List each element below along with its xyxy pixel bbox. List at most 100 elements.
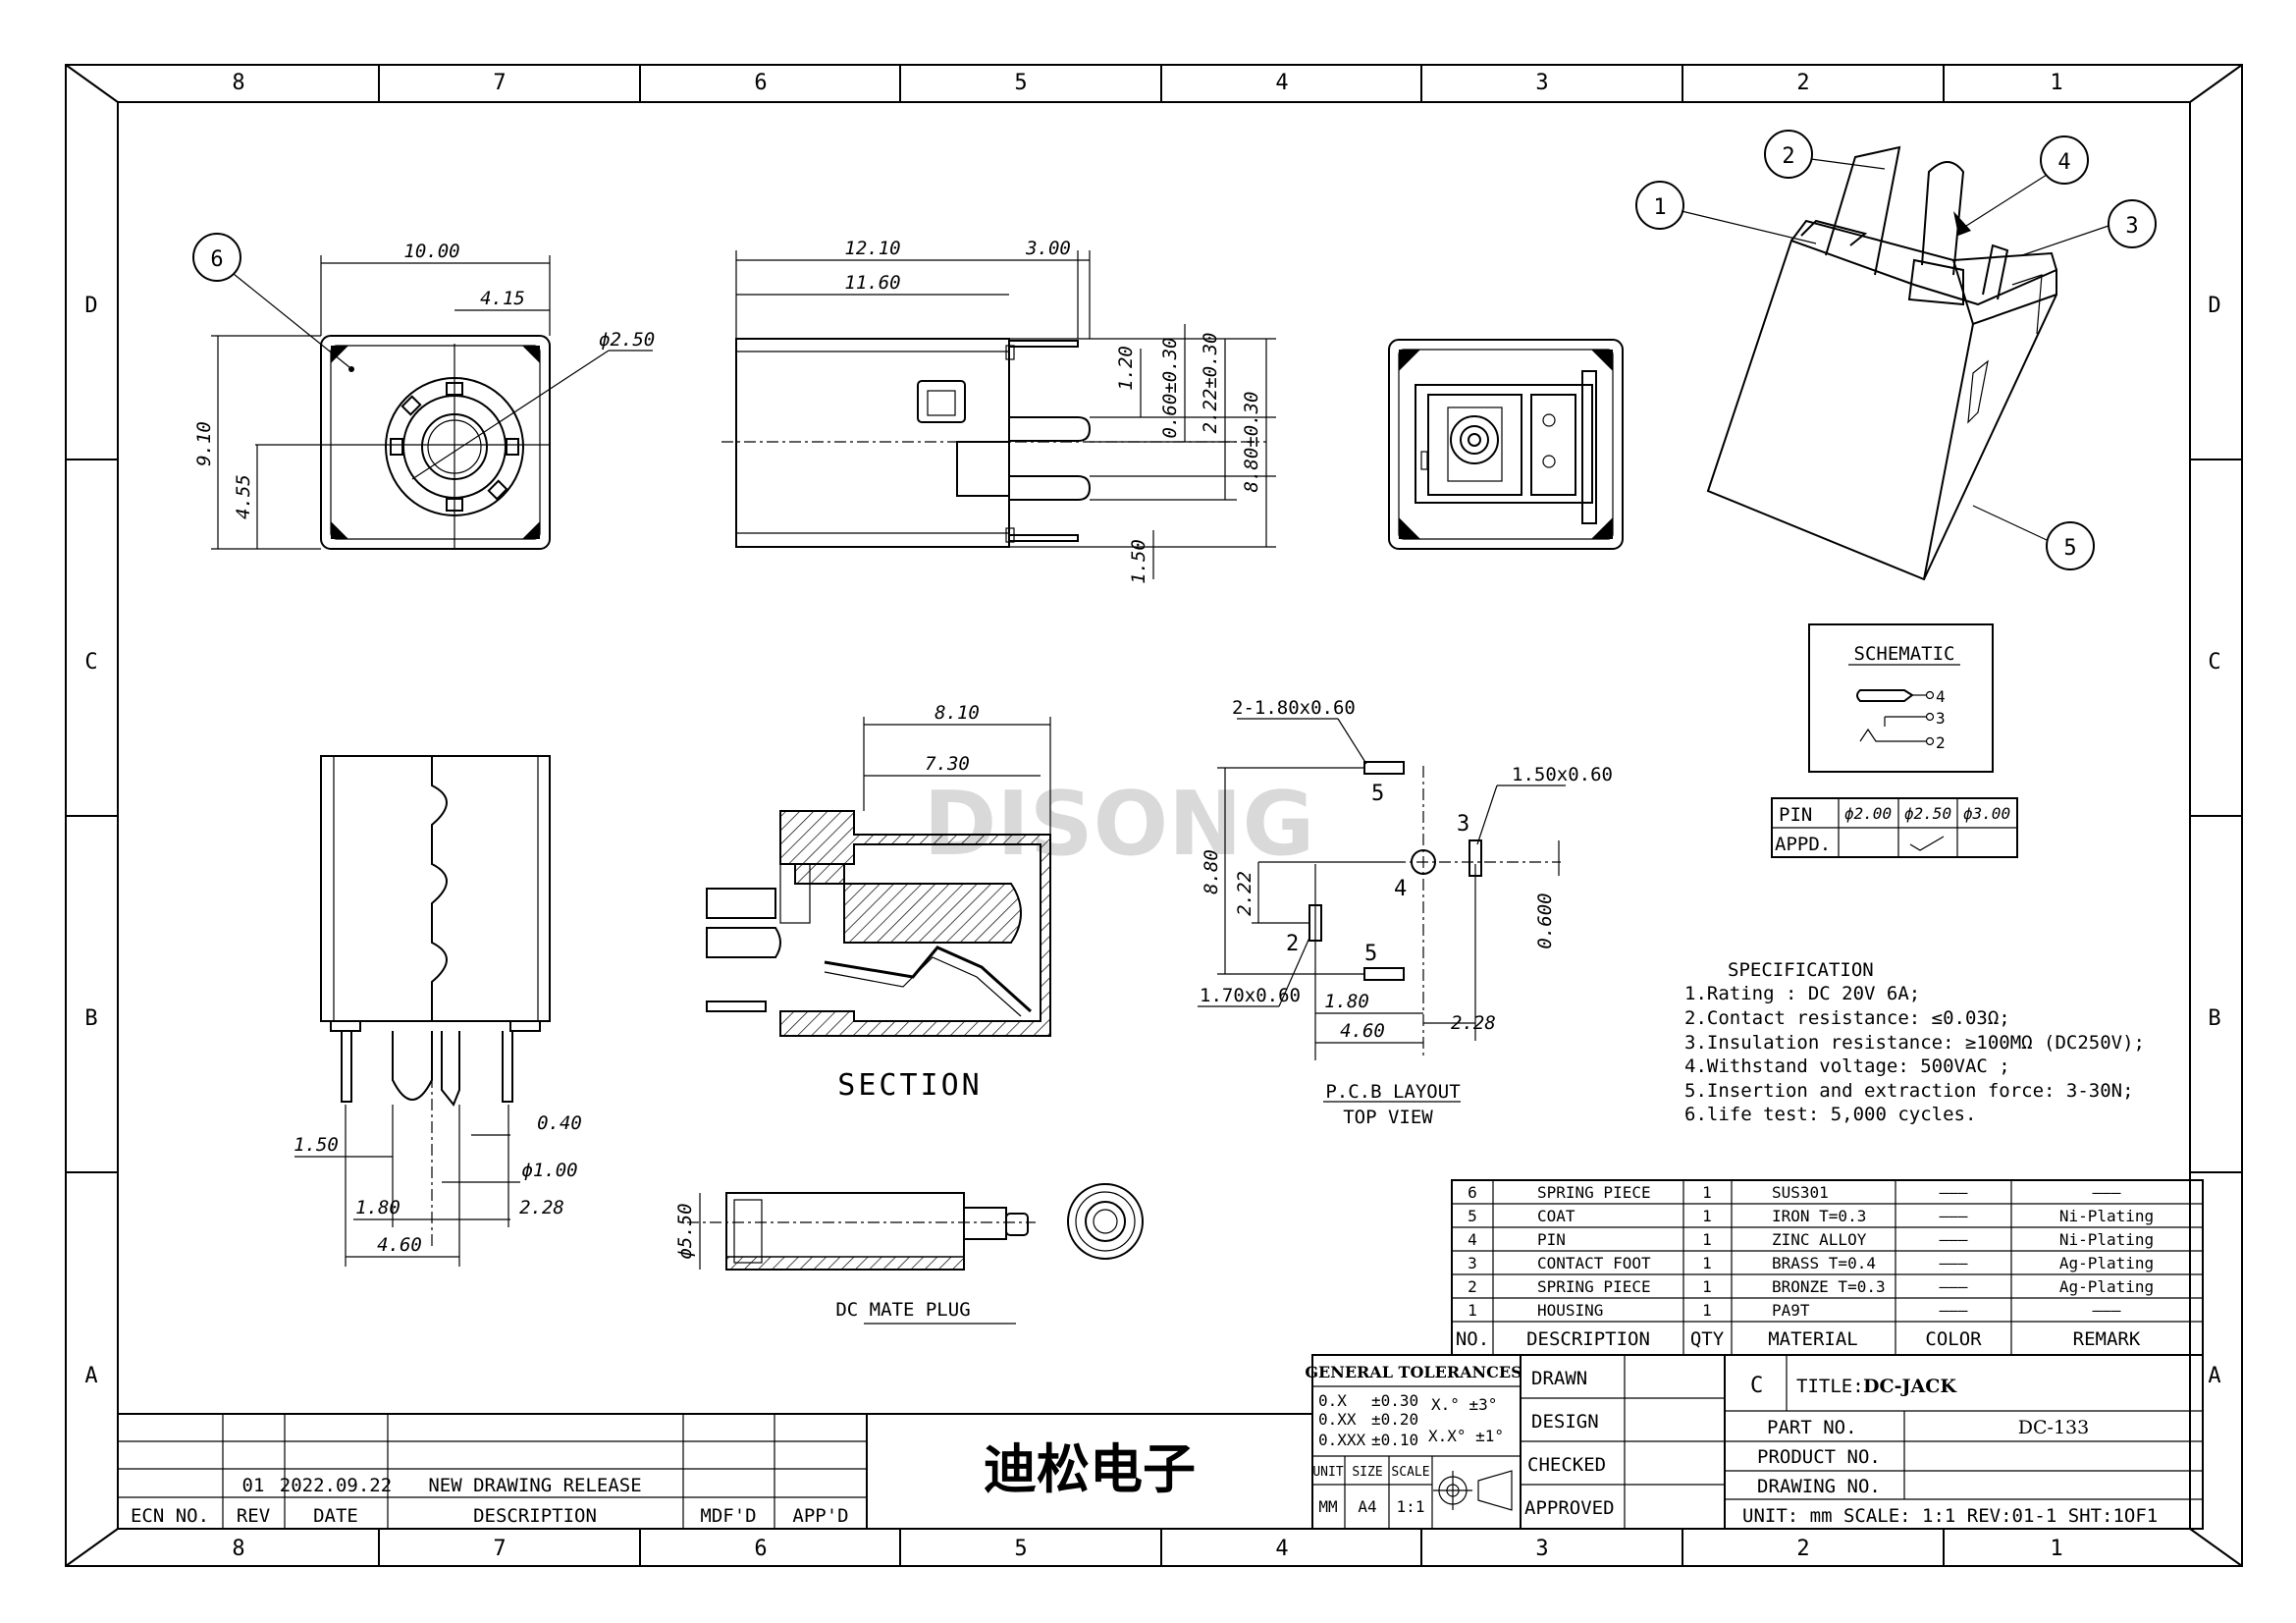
dim-pcb-pin3: 2.28	[1451, 1012, 1496, 1034]
dim-pin-spacing-b: 2.28	[519, 1197, 564, 1218]
bom-cell: Ni-Plating	[2059, 1230, 2154, 1249]
bom-cell: Ni-Plating	[2059, 1207, 2154, 1225]
bom-header: MATERIAL	[1768, 1328, 1858, 1350]
tolerance-precision: 0.XX	[1318, 1410, 1357, 1429]
zone-label: 3	[1535, 1537, 1548, 1561]
bom-cell: Ag-Plating	[2059, 1277, 2154, 1296]
zone-label: 4	[1275, 1537, 1288, 1561]
rear-view	[1388, 339, 1624, 550]
spec-title: SPECIFICATION	[1728, 959, 1874, 981]
pcb-pad	[1363, 967, 1405, 981]
dim-total-height: 8.80±0.30	[1241, 392, 1262, 493]
product-no-label: PRODUCT NO.	[1757, 1446, 1881, 1468]
pin-table: PIN ϕ2.00 ϕ2.50 ϕ3.00 APPD.	[1771, 797, 2018, 858]
pin-table-appd: APPD.	[1775, 834, 1831, 855]
bom-cell: ———	[1940, 1277, 1968, 1296]
bom-table: 6 SPRING PIECE 1 SUS301 ——— ——— 5 COAT 1…	[1451, 1179, 2204, 1356]
title-value: DC-JACK	[1863, 1376, 1957, 1397]
bom-cell: 1	[1702, 1207, 1712, 1225]
pin-table-header: PIN	[1779, 804, 1812, 826]
revision-header: MDF'D	[700, 1505, 756, 1527]
dim-pcb-span: 4.60	[1340, 1020, 1385, 1042]
drawing-no-label: DRAWING NO.	[1757, 1476, 1881, 1497]
pcb-pin-label: 5	[1371, 782, 1384, 806]
title-label: TITLE:	[1796, 1376, 1864, 1397]
bom-cell: 2	[1468, 1277, 1477, 1296]
projection-symbol-icon	[1433, 1470, 1513, 1511]
pcb-pin-label: 5	[1364, 942, 1377, 966]
dim-offset: 4.15	[480, 288, 525, 309]
zone-label: 5	[1014, 71, 1027, 95]
bom-cell: ———	[1940, 1230, 1968, 1249]
pcb-layout: 8.80 2.22 0.600 2-1.80x0.60 1.50x0.60 1.…	[1198, 697, 1613, 1128]
bom-cell: BRASS T=0.4	[1772, 1254, 1876, 1272]
title-block: C TITLE: DC-JACK PART NO. DC-133 PRODUCT…	[1724, 1354, 2204, 1530]
dim-pin-thickness: 0.40	[537, 1112, 582, 1134]
bom-header: REMARK	[2073, 1328, 2141, 1350]
pcb-pad	[1363, 761, 1405, 775]
bom-header: NO.	[1456, 1328, 1489, 1350]
bom-cell: SPRING PIECE	[1537, 1183, 1651, 1202]
tolerance-block: GENERAL TOLERANCES 0.X ±0.30 X.° ±3° 0.X…	[1305, 1354, 1522, 1530]
section-view: 8.10 7.30 SECTION	[706, 702, 1051, 1103]
bom-cell: Ag-Plating	[2059, 1254, 2154, 1272]
zone-labels-side: D C B A D C B A	[84, 294, 2220, 1388]
bom-cell: HOUSING	[1537, 1301, 1603, 1320]
zone-label: 6	[754, 71, 767, 95]
pcb-top-view-label: TOP VIEW	[1343, 1107, 1433, 1128]
dim-pin-gap: 1.20	[1115, 346, 1137, 391]
callout-1: 1	[1653, 195, 1666, 220]
signoff-label: CHECKED	[1527, 1454, 1606, 1476]
dim-pin-offset: 0.60±0.30	[1159, 338, 1181, 439]
bom-row: 6 SPRING PIECE 1 SUS301 ——— ———	[1468, 1183, 2121, 1202]
spec-line: 6.life test: 5,000 cycles.	[1684, 1104, 1976, 1125]
zone-label: 1	[2050, 71, 2062, 95]
zone-label: 4	[1275, 71, 1288, 95]
zone-label: 8	[232, 71, 244, 95]
signoff-label: DRAWN	[1531, 1368, 1587, 1389]
dim-base: 1.50	[1128, 539, 1149, 584]
pcb-layout-label: P.C.B LAYOUT	[1325, 1081, 1460, 1103]
check-mark-icon	[1909, 836, 1945, 851]
zone-label: 6	[754, 1537, 767, 1561]
zone-label: 7	[493, 71, 506, 95]
pin-table-size: ϕ3.00	[1963, 804, 2010, 823]
tolerance-angle: X.X° ±1°	[1428, 1427, 1504, 1445]
zone-label: B	[84, 1006, 97, 1031]
bom-cell: CONTACT FOOT	[1537, 1254, 1651, 1272]
bom-cell: ———	[1940, 1301, 1968, 1320]
callout-3: 3	[2125, 214, 2138, 239]
dim-pcb-pad-3: 1.50x0.60	[1512, 764, 1613, 785]
pin-table-size: ϕ2.50	[1904, 804, 1951, 823]
zone-label: 7	[493, 1537, 506, 1561]
dim-pcb-spacing: 1.80	[1324, 991, 1369, 1012]
zone-label: 2	[1796, 1537, 1809, 1561]
zone-label: C	[84, 650, 97, 675]
bom-cell: 4	[1468, 1230, 1477, 1249]
side-view: 12.10 11.60 3.00 1.20 0.60±0.30 2.22±0.3…	[721, 238, 1276, 584]
dim-pcb-pad-5: 2-1.80x0.60	[1232, 697, 1356, 719]
bom-cell: 1	[1702, 1230, 1712, 1249]
bom-cell: SPRING PIECE	[1537, 1277, 1651, 1296]
section-label: SECTION	[837, 1068, 982, 1103]
bom-row: 1 HOUSING 1 PA9T ——— ———	[1468, 1301, 2121, 1320]
company-block: 迪松电子	[866, 1413, 1313, 1530]
dim-plug-diameter: ϕ5.50	[674, 1203, 696, 1259]
dim-pin-span: 4.60	[377, 1234, 422, 1256]
company-name: 迪松电子	[984, 1438, 1196, 1500]
callout-5: 5	[2063, 536, 2076, 561]
bom-cell: 1	[1702, 1254, 1712, 1272]
pcb-pin-label: 4	[1394, 877, 1407, 901]
dim-body-length: 12.10	[844, 238, 900, 259]
bom-row: 3 CONTACT FOOT 1 BRASS T=0.4 ——— Ag-Plat…	[1468, 1254, 2154, 1272]
bom-cell: 6	[1468, 1183, 1477, 1202]
revision-header: DATE	[313, 1505, 358, 1527]
bom-cell: 1	[1702, 1277, 1712, 1296]
revision-header: DESCRIPTION	[473, 1505, 597, 1527]
bom-row: 4 PIN 1 ZINC ALLOY ——— Ni-Plating	[1468, 1230, 2154, 1249]
callout-2: 2	[1782, 144, 1794, 169]
dim-pin-length: 3.00	[1025, 238, 1071, 259]
revision-header: APP'D	[792, 1505, 848, 1527]
isometric-view: 1 2 4 3 5	[1635, 130, 2157, 581]
dim-pin-spacing-a: 1.80	[355, 1197, 400, 1218]
